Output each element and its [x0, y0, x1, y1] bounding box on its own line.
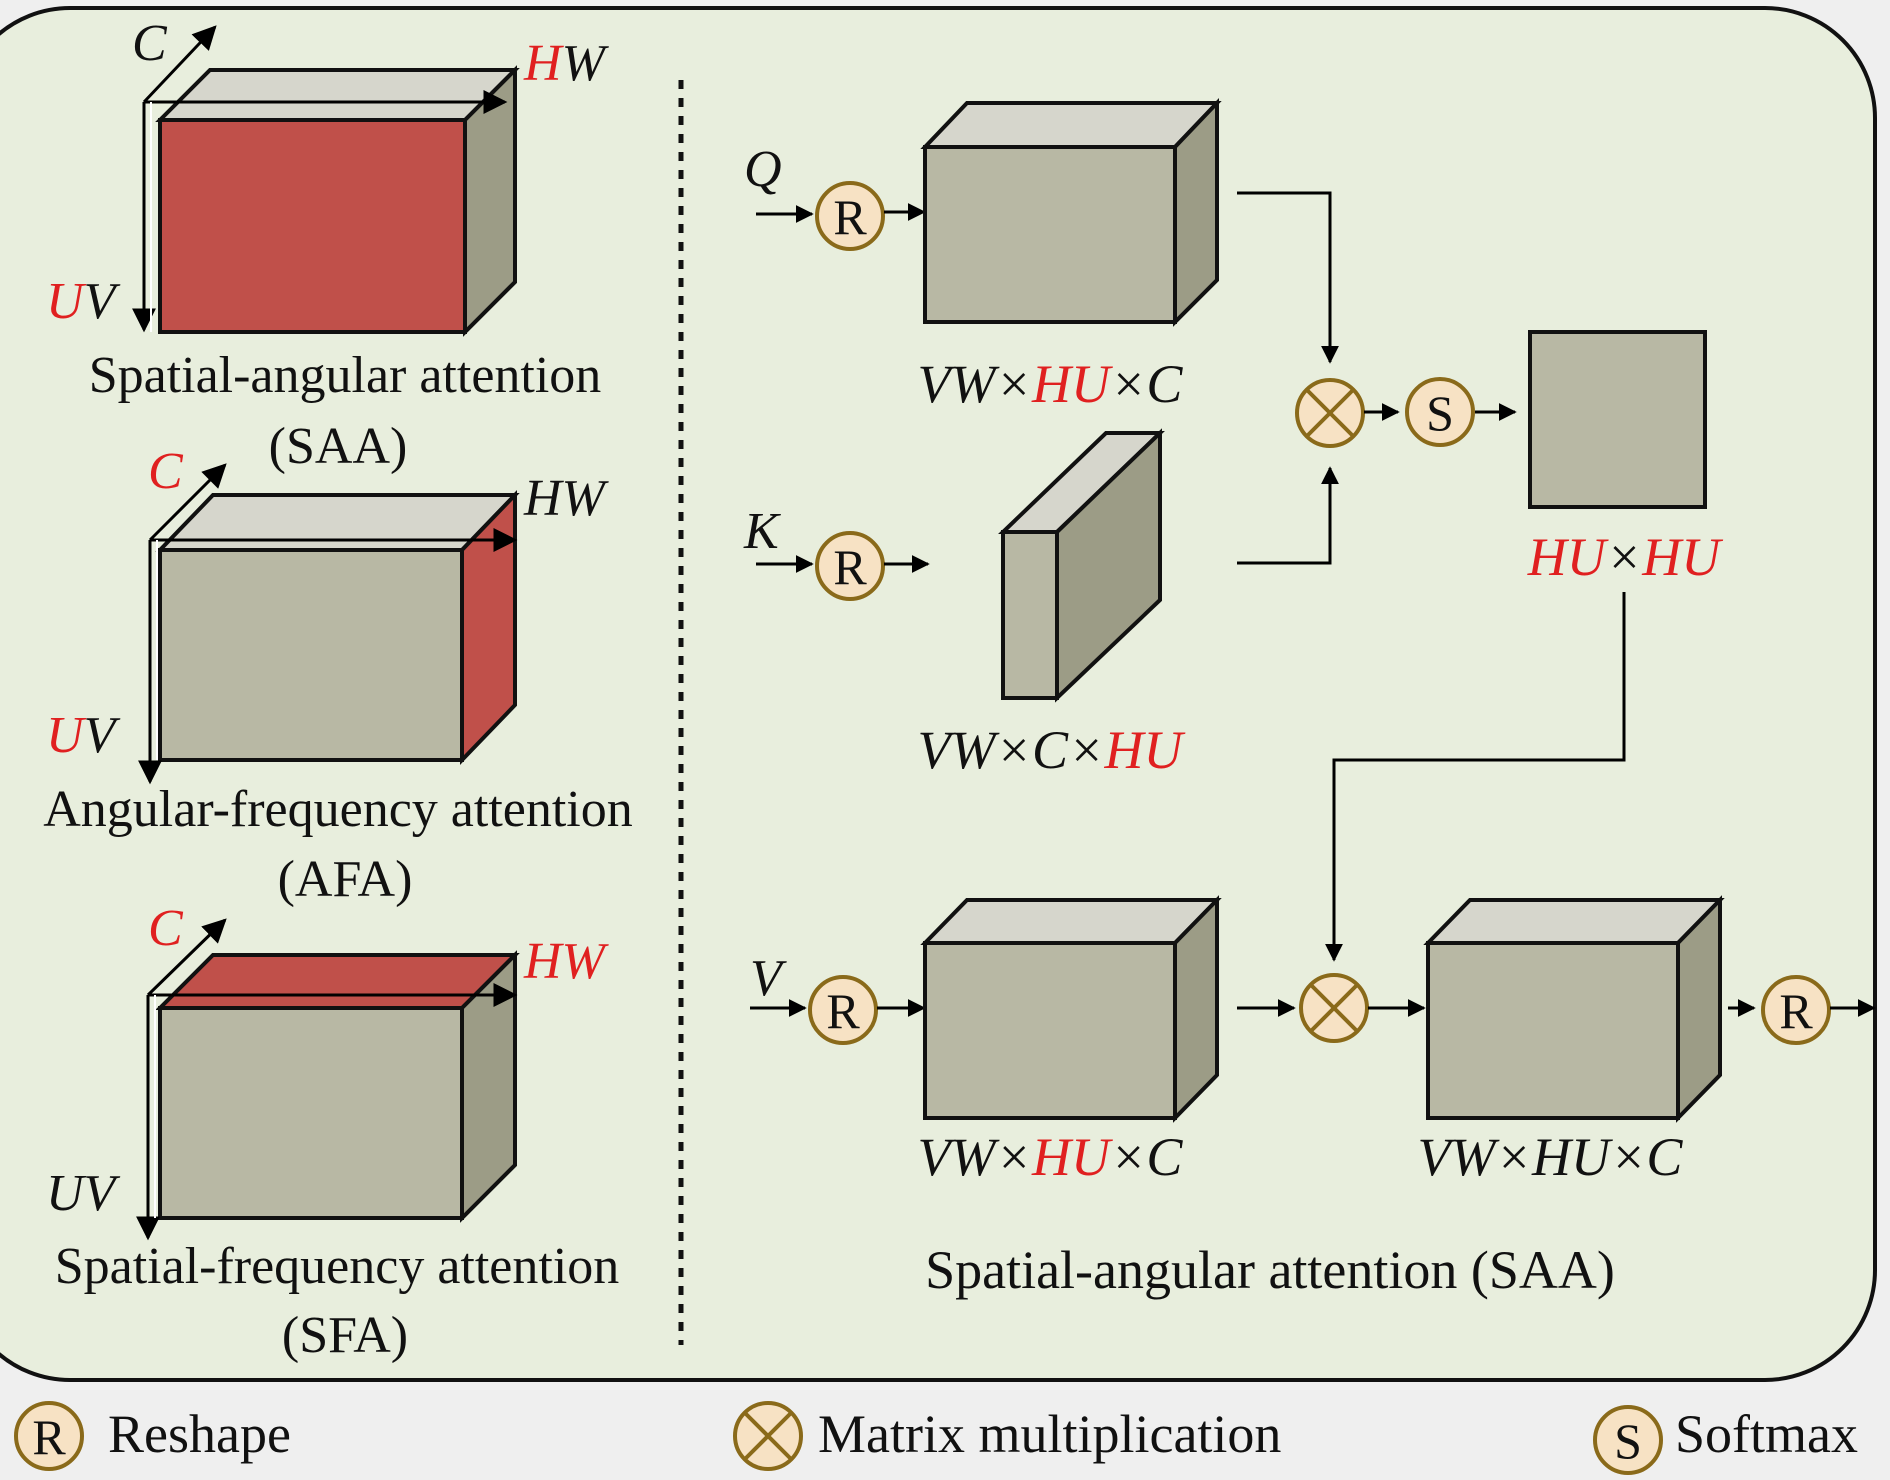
legend-softmax-symbol: S — [1614, 1413, 1642, 1469]
sfa-axis-hw-label: HW — [523, 933, 610, 990]
saa-cube-front-highlight — [158, 118, 467, 334]
softmax-symbol: S — [1426, 385, 1454, 441]
qk-matmul-cross-2 — [1305, 388, 1355, 438]
sfa-label-line2: (SFA) — [282, 1307, 408, 1364]
map-to-matmul2-connector — [1325, 592, 1626, 962]
v-dim-label: VW×HU×C — [918, 1127, 1184, 1187]
sfa-block: C HW UV Spatial-frequency attention (SFA… — [46, 900, 619, 1364]
q-branch: Q R VW×HU×C — [744, 98, 1339, 414]
saa-cube-top — [155, 68, 520, 122]
k-reshape-op: R — [815, 531, 885, 601]
q-reshape-circle — [815, 181, 885, 251]
v-cube-front — [923, 941, 1177, 1120]
q-to-matmul-connector — [1237, 191, 1339, 364]
afa-cube-top — [155, 493, 520, 552]
q-dim-label: VW×HU×C — [918, 354, 1184, 414]
out-cube-front — [1426, 941, 1680, 1120]
legend-reshape: R Reshape — [14, 1401, 291, 1471]
sfa-axis-c-arrow — [146, 918, 227, 997]
saa-axis-c-arrow — [142, 25, 217, 104]
q-cube-front — [923, 145, 1177, 324]
v-reshape-circle — [808, 975, 878, 1045]
afa-label-line1: Angular-frequency attention — [43, 781, 633, 838]
out-cube-top — [1423, 898, 1725, 945]
out-reshape-op: R — [1761, 975, 1831, 1045]
legend-softmax-label: Softmax — [1675, 1404, 1858, 1464]
k-reshape-circle — [815, 531, 885, 601]
k-dim-label: VW×C×HU — [918, 720, 1186, 780]
afa-cube-front — [158, 548, 464, 762]
sfa-cube-top-highlight — [155, 953, 520, 1010]
out-reshape-symbol: R — [1779, 983, 1813, 1039]
right-caption: Spatial-angular attention (SAA) — [925, 1240, 1615, 1300]
q-reshape-op: R — [815, 181, 885, 251]
k-branch: K R VW×C×HU — [743, 428, 1339, 780]
sfa-cube-front — [158, 1006, 464, 1220]
legend-reshape-symbol: R — [32, 1409, 66, 1465]
legend-matmul-label: Matrix multiplication — [818, 1404, 1281, 1464]
v-reshape-symbol: R — [826, 983, 860, 1039]
sfa-axis-c-label: C — [148, 900, 184, 957]
softmax-circle — [1405, 377, 1475, 447]
legend-softmax-circle — [1593, 1405, 1663, 1475]
q-input-label: Q — [744, 141, 782, 198]
afa-axis-c-label: C — [148, 443, 184, 500]
sfa-label-line1: Spatial-frequency attention — [55, 1238, 620, 1295]
v-input-label: V — [750, 950, 787, 1007]
legend-reshape-circle — [14, 1401, 84, 1471]
k-cube-front — [1001, 530, 1059, 700]
saa-axis-c-label: C — [132, 15, 168, 72]
attention-map-square — [1528, 330, 1707, 509]
saa-label-line2: (SAA) — [269, 418, 408, 475]
q-reshape-symbol: R — [833, 189, 867, 245]
afa-axis-c-arrow — [148, 463, 227, 542]
out-dim-label: VW×HU×C — [1418, 1127, 1684, 1187]
av-matmul-cross-2 — [1309, 983, 1359, 1033]
sfa-axis-uv-label: UV — [46, 1165, 121, 1222]
saa-axis-hw-label: HW — [523, 35, 610, 92]
legend-softmax: S Softmax — [1593, 1404, 1858, 1475]
q-cube-top — [920, 101, 1222, 149]
v-reshape-op: R — [808, 975, 878, 1045]
qk-matmul-op — [1295, 378, 1365, 448]
k-reshape-symbol: R — [833, 539, 867, 595]
k-to-matmul-connector — [1237, 466, 1339, 565]
legend-matmul: Matrix multiplication — [733, 1401, 1281, 1471]
legend-reshape-label: Reshape — [108, 1404, 291, 1464]
saa-block: C HW UV Spatial-angular attention (SAA) — [46, 15, 610, 475]
softmax-op: S — [1405, 377, 1475, 447]
v-branch: V R VW×HU×C VW×HU×C R — [750, 895, 1876, 1187]
attention-branch: S HU×HU — [1295, 330, 1723, 962]
out-reshape-circle — [1761, 975, 1831, 1045]
attention-dim-label: HU×HU — [1527, 527, 1723, 587]
av-matmul-op — [1299, 973, 1369, 1043]
saa-label-line1: Spatial-angular attention — [89, 347, 602, 404]
afa-block: C HW UV Angular-frequency attention (AFA… — [43, 443, 633, 908]
k-input-label: K — [743, 503, 781, 560]
afa-axis-hw-label: HW — [523, 470, 610, 527]
saa-axis-uv-label: UV — [46, 273, 121, 330]
v-cube-top — [920, 898, 1222, 945]
legend-matmul-cross-2 — [743, 1411, 793, 1461]
afa-label-line2: (AFA) — [278, 851, 413, 908]
legend: R Reshape Matrix multiplication S Softma… — [14, 1401, 1858, 1475]
afa-axis-uv-label: UV — [46, 707, 121, 764]
